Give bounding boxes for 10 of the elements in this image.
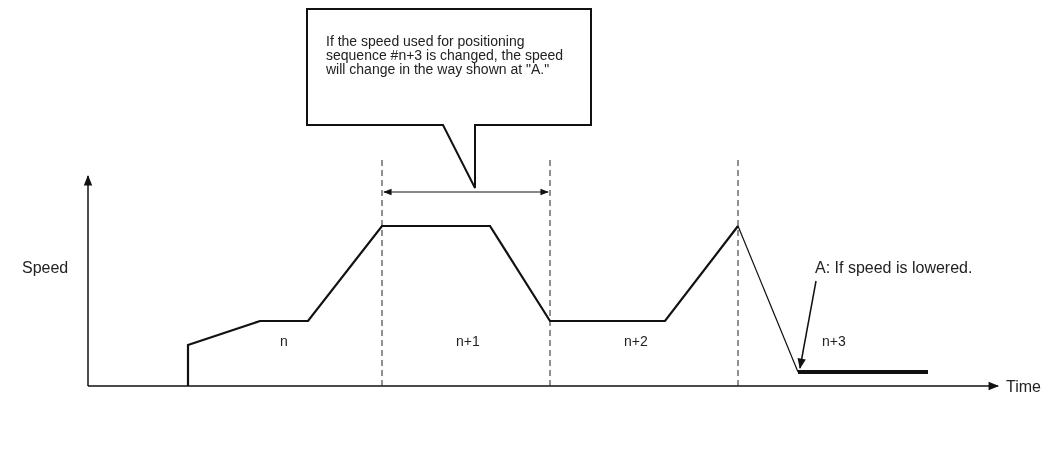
axis-title: Speed bbox=[22, 259, 69, 277]
leader-arrow bbox=[797, 280, 817, 370]
axis-title: Time bbox=[1006, 378, 1041, 396]
segment-label: n bbox=[280, 333, 288, 349]
segment-label: n+2 bbox=[624, 333, 648, 349]
callout-text: If the speed used for positioning sequence #n+3 is changed, the speed will change in the way shown at "A." bbox=[326, 34, 565, 76]
segment-label: n+1 bbox=[456, 333, 480, 349]
segment-label: n+3 bbox=[822, 333, 846, 349]
annotation-text: A: If speed is lowered. bbox=[815, 259, 973, 277]
callout-balloon bbox=[306, 8, 592, 190]
